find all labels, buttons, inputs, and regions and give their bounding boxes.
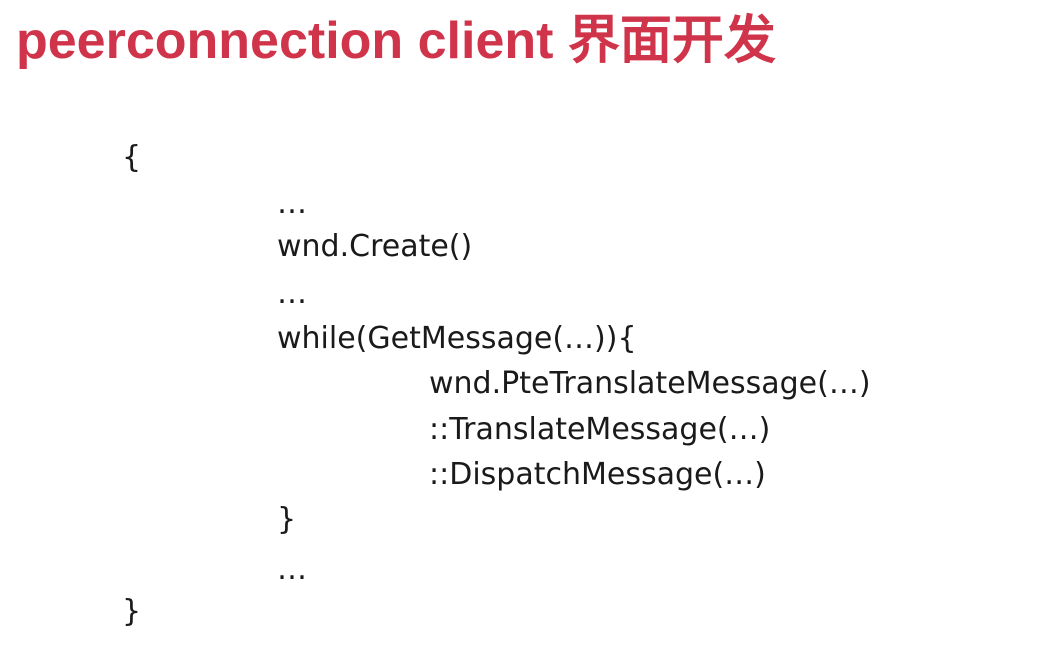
- code-close-brace: }: [122, 594, 142, 629]
- slide-title: peerconnection client 界面开发: [16, 12, 776, 70]
- code-pre-translate: wnd.PteTranslateMessage(…): [429, 366, 871, 401]
- code-ellipsis-3: …: [277, 552, 307, 587]
- code-close-while: }: [277, 502, 297, 537]
- code-create-call: wnd.Create(): [277, 229, 473, 264]
- code-dispatch: ::DispatchMessage(…): [429, 457, 766, 492]
- code-ellipsis-1: …: [277, 186, 307, 221]
- code-open-brace: {: [122, 140, 142, 175]
- code-while-loop: while(GetMessage(…)){: [277, 321, 637, 356]
- code-ellipsis-2: …: [277, 276, 307, 311]
- code-translate: ::TranslateMessage(…): [429, 412, 771, 447]
